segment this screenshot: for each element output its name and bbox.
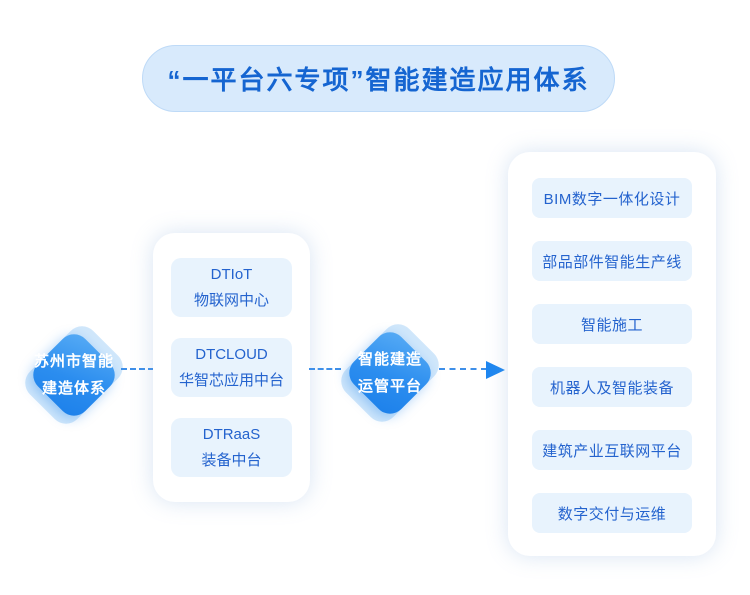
special-card-smart-construction: 智能施工 — [532, 304, 692, 344]
platform-card-title: DTRaaS — [202, 425, 261, 443]
diagram-title-pill: “一平台六专项”智能建造应用体系 — [142, 45, 615, 112]
special-card-label: 智能施工 — [580, 316, 643, 334]
special-card-smart-production-line: 部品部件智能生产线 — [532, 241, 692, 281]
special-card-label: BIM数字一体化设计 — [543, 190, 681, 208]
node-label-line1: 苏州市智能 — [33, 353, 114, 370]
platform-card-subtitle: 物联网中心 — [193, 291, 269, 309]
platform-card-subtitle: 装备中台 — [201, 451, 262, 469]
arrow-right-icon — [486, 361, 505, 379]
node-suzhou-system: 苏州市智能 建造体系 — [18, 319, 130, 431]
special-card-digital-delivery: 数字交付与运维 — [532, 493, 692, 533]
node-label: 智能建造 运管平台 — [340, 323, 440, 423]
diagram-title: “一平台六专项”智能建造应用体系 — [167, 65, 590, 95]
special-card-label: 数字交付与运维 — [557, 505, 667, 523]
platform-card-title: DTIoT — [210, 265, 253, 283]
platform-card-dtcloud: DTCLOUD 华智芯应用中台 — [171, 338, 292, 397]
special-card-bim-design: BIM数字一体化设计 — [532, 178, 692, 218]
node-label-line2: 建造体系 — [41, 380, 106, 397]
dashed-arrow-line — [439, 368, 487, 370]
platform-card-dtiot: DTIoT 物联网中心 — [171, 258, 292, 317]
special-card-label: 机器人及智能装备 — [549, 379, 674, 397]
special-card-robots-equipment: 机器人及智能装备 — [532, 367, 692, 407]
special-card-label: 建筑产业互联网平台 — [542, 442, 682, 460]
platform-card-title: DTCLOUD — [195, 345, 268, 363]
dashed-connector-left — [121, 368, 154, 370]
platform-card-subtitle: 华智芯应用中台 — [178, 371, 284, 389]
node-label: 苏州市智能 建造体系 — [24, 325, 124, 425]
node-label-line2: 运管平台 — [357, 378, 422, 395]
dashed-connector-middle — [309, 368, 341, 370]
platform-panel: DTIoT 物联网中心 DTCLOUD 华智芯应用中台 DTRaaS 装备中台 — [153, 233, 310, 502]
node-ops-platform: 智能建造 运管平台 — [334, 317, 446, 429]
specials-panel: BIM数字一体化设计 部品部件智能生产线 智能施工 机器人及智能装备 建筑产业互… — [508, 152, 716, 556]
special-card-label: 部品部件智能生产线 — [542, 253, 682, 271]
special-card-industry-internet: 建筑产业互联网平台 — [532, 430, 692, 470]
node-label-line1: 智能建造 — [357, 351, 422, 368]
platform-card-dtraas: DTRaaS 装备中台 — [171, 418, 292, 477]
